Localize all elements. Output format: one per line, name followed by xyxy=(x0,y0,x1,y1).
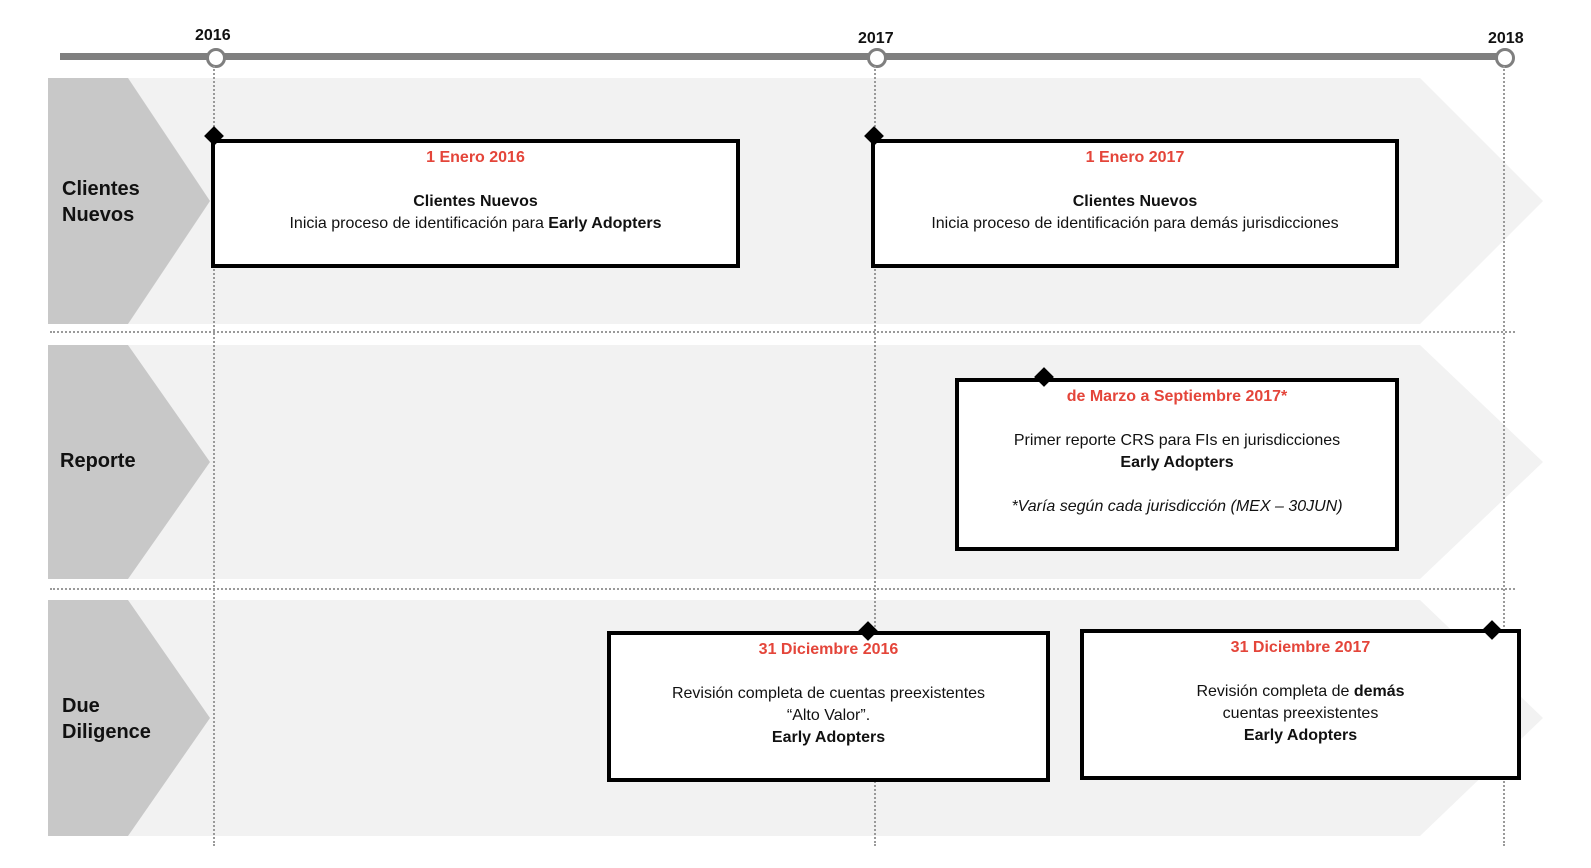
year-guide-line-2016 xyxy=(213,66,215,846)
event-box-enero-2016: 1 Enero 2016 Clientes Nuevos Inicia proc… xyxy=(211,139,740,268)
event-text-bold: Early Adopters xyxy=(1243,727,1358,744)
row-label-line: Diligence xyxy=(62,721,151,743)
event-description: Inicia proceso de identificación para de… xyxy=(931,215,1339,232)
row-label-line: Reporte xyxy=(60,450,136,472)
row-label-line: Due xyxy=(62,695,100,717)
event-description: “Alto Valor”. xyxy=(786,707,871,724)
event-date: 1 Enero 2016 xyxy=(426,149,525,166)
event-text-bold: demás xyxy=(1353,683,1405,700)
year-label-2016: 2016 xyxy=(195,27,231,44)
event-text-bold: Early Adopters xyxy=(771,729,886,746)
timeline-bar xyxy=(60,53,1505,60)
event-box-enero-2017: 1 Enero 2017 Clientes Nuevos Inicia proc… xyxy=(871,139,1399,268)
event-note: *Varía según cada jurisdicción (MEX – 30… xyxy=(1011,498,1343,515)
row-label-line: Nuevos xyxy=(62,204,135,226)
row-label-line: Clientes xyxy=(62,178,140,200)
event-text-bold: Early Adopters xyxy=(1120,454,1234,471)
event-description: Revisión completa de demás xyxy=(1084,681,1517,703)
event-description: Revisión completa de cuentas preexistent… xyxy=(671,685,986,702)
event-box-reporte-2017: de Marzo a Septiembre 2017* Primer repor… xyxy=(955,378,1399,551)
timeline-node-2018 xyxy=(1495,48,1515,68)
event-description: cuentas preexistentes xyxy=(1222,705,1379,722)
event-description: Inicia proceso de identificación para Ea… xyxy=(215,213,736,235)
event-date: 31 Diciembre 2016 xyxy=(758,641,899,658)
event-title: Clientes Nuevos xyxy=(413,193,538,210)
event-date: 31 Diciembre 2017 xyxy=(1230,639,1371,656)
event-title: Clientes Nuevos xyxy=(1072,193,1198,210)
row-separator xyxy=(50,331,1515,333)
event-date: 1 Enero 2017 xyxy=(1085,149,1185,166)
year-guide-line-2017 xyxy=(874,66,876,846)
event-text: Inicia proceso de identificación para xyxy=(289,215,544,232)
event-box-diciembre-2016: 31 Diciembre 2016 Revisión completa de c… xyxy=(607,631,1050,782)
row-separator xyxy=(50,588,1515,590)
event-text: Revisión completa de xyxy=(1196,683,1350,700)
year-label-2018: 2018 xyxy=(1488,30,1524,47)
year-guide-line-2018 xyxy=(1503,66,1505,846)
event-date: de Marzo a Septiembre 2017* xyxy=(1066,388,1288,405)
row-label-clientes-nuevos: Clientes Nuevos xyxy=(62,176,140,228)
event-text-bold: Early Adopters xyxy=(548,215,662,232)
row-label-reporte: Reporte xyxy=(60,448,136,474)
event-box-diciembre-2017: 31 Diciembre 2017 Revisión completa de d… xyxy=(1080,629,1521,780)
row-label-due-diligence: Due Diligence xyxy=(62,693,151,745)
event-description: Primer reporte CRS para FIs en jurisdicc… xyxy=(1013,432,1341,449)
timeline-node-2017 xyxy=(867,48,887,68)
year-label-2017: 2017 xyxy=(858,30,894,47)
timeline-node-2016 xyxy=(206,48,226,68)
